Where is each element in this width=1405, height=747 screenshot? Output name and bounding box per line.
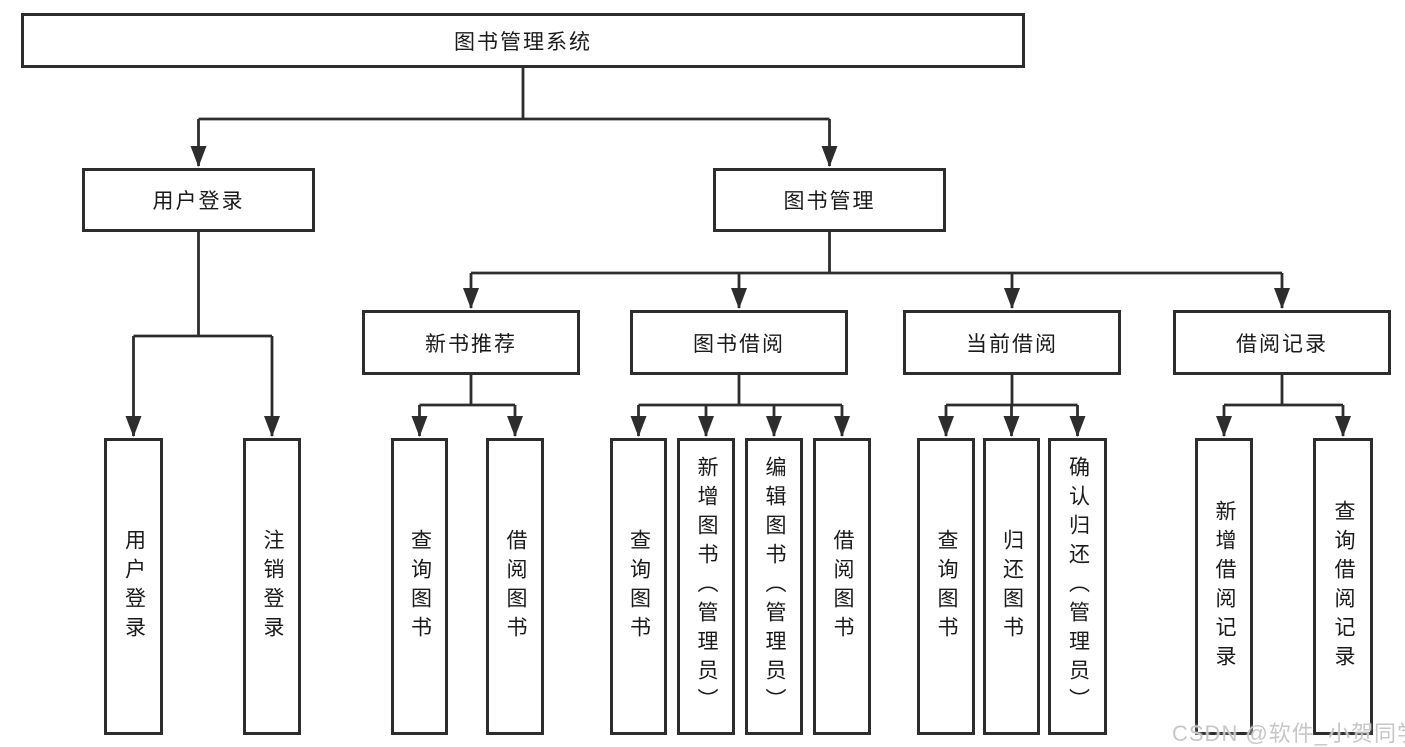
leaf-query-books-3: 查询图书 <box>917 438 975 735</box>
leaf-user-login: 用户登录 <box>104 438 163 735</box>
leaf-logout: 注销登录 <box>243 438 301 735</box>
node-new-book-recommend: 新书推荐 <box>362 310 580 375</box>
node-user-login: 用户登录 <box>82 168 315 232</box>
leaf-return-book: 归还图书 <box>983 438 1040 735</box>
leaf-borrow-books-2: 借阅图书 <box>813 438 871 735</box>
leaf-confirm-return-admin: 确认归还（管理员） <box>1048 438 1107 735</box>
leaf-query-books-1: 查询图书 <box>391 438 448 735</box>
leaf-borrow-books-1: 借阅图书 <box>486 438 544 735</box>
leaf-add-borrow-record: 新增借阅记录 <box>1195 438 1253 735</box>
watermark: CSDN @软件_小贺同学 <box>1172 721 1405 746</box>
node-current-borrow: 当前借阅 <box>903 310 1121 375</box>
node-borrow-records: 借阅记录 <box>1173 310 1391 375</box>
node-library-system: 图书管理系统 <box>21 13 1025 68</box>
leaf-query-books-2: 查询图书 <box>610 438 667 735</box>
node-book-management: 图书管理 <box>713 168 946 232</box>
leaf-add-book-admin: 新增图书（管理员） <box>677 438 735 735</box>
leaf-edit-book-admin: 编辑图书（管理员） <box>745 438 803 735</box>
node-book-borrow: 图书借阅 <box>630 310 848 375</box>
leaf-query-borrow-record: 查询借阅记录 <box>1313 438 1373 735</box>
